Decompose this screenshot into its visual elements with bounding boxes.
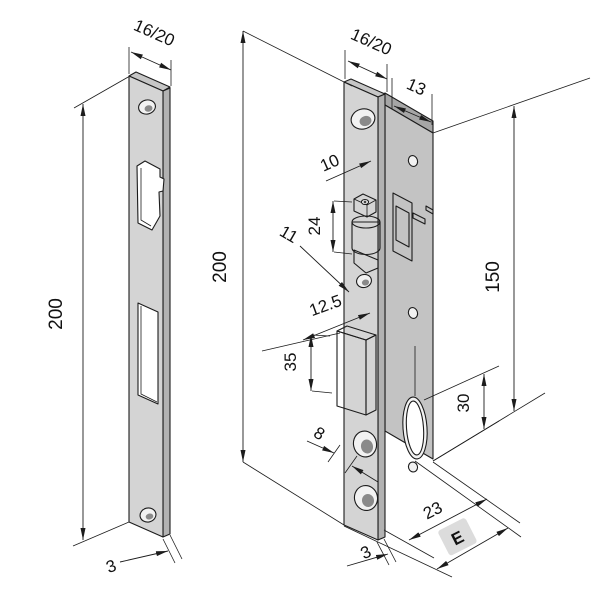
strike-plate-side-edge [162,87,171,538]
faceplate-side-edge [377,93,386,541]
dimension-body-height: 200 [210,30,353,526]
dim-label-body-height: 200 [210,251,231,283]
case-latch-window [392,192,413,262]
strike-plate-top-screw-hole [138,99,156,115]
dim-label-strike-height: 200 [46,298,67,330]
latch-keeper-cutout [136,160,165,231]
strike-plate [128,71,171,538]
case-top-side-hole [407,155,419,167]
roller-adjuster-hex [353,193,377,218]
faceplate-lower-screw-hole [352,430,378,458]
dimension-strike-thickness: 3 [103,534,183,577]
dim-label-roller-ref: 11 [276,222,301,247]
dim-label-cylinder-bottom: 30 [454,394,473,413]
backset-e-highlight [438,518,477,556]
case-mid-side-hole [407,307,419,319]
dim-label-case-depth: 13 [404,74,429,99]
dim-label-strike-width: 16/20 [131,16,178,51]
dimension-faceplate-thickness: 3 [346,538,397,567]
dim-label-strike-thickness: 3 [103,556,118,577]
case-side-slot [412,212,426,225]
case-bottom-side-hole [407,461,419,473]
dim-label-faceplate-thickness: 3 [357,542,374,563]
dim-label-backset-fixed: 23 [420,498,445,524]
dimension-backset-variable: E [343,460,522,578]
dim-label-bolt-gap: 8 [310,423,328,444]
dimension-strike-height: 200 [46,75,131,547]
dim-label-roller-height: 24 [305,217,324,236]
dim-label-case-height: 150 [483,261,504,293]
oval-cylinder-hole [402,346,428,460]
dimension-cylinder-bottom: 30 [423,365,500,462]
dimension-roller-height: 24 [305,200,353,255]
dim-label-faceplate-width: 16/20 [348,25,395,60]
dim-label-bolt-height: 35 [281,353,300,372]
dim-label-bolt-offset: 12.5 [307,291,345,320]
dimension-bolt-height: 35 [281,334,333,394]
faceplate-top-screw-hole [350,108,376,130]
faceplate-bottom-screw-hole [353,484,379,512]
lock-body [336,78,434,541]
dim-label-roller-offset: 10 [317,150,342,175]
roller-cylinder-top [351,215,381,229]
strike-plate-bottom-screw-hole [139,507,157,523]
case-edge-notch [425,205,434,215]
roller-latch [351,193,381,274]
faceplate-mid-screw-hole [356,273,372,289]
deadbolt-keeper-cutout [137,302,159,405]
roller-bottom-bracket [353,249,379,274]
